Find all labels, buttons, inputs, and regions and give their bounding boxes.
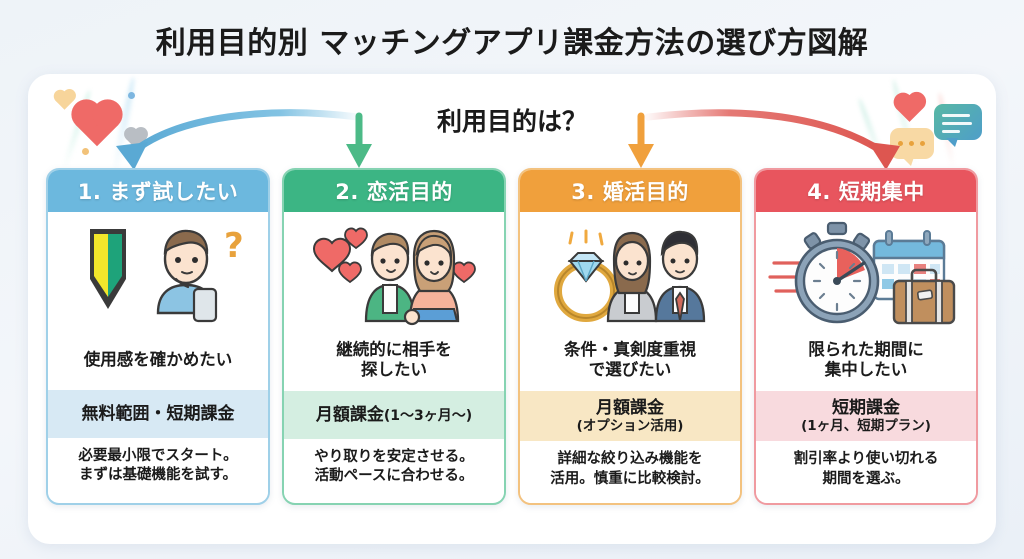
- arrow-to-card-2-head: [346, 144, 372, 168]
- card-2-plan-sub: (1〜3ヶ月〜): [383, 407, 473, 424]
- card-4-illustration: [756, 212, 976, 334]
- card-1-header: 1. まず試したい: [48, 170, 268, 212]
- card-4-note-line: 割引率より使い切れる: [793, 451, 939, 468]
- card-4-header: 4. 短期集中: [756, 170, 976, 212]
- sparkle-icon: [568, 229, 604, 246]
- card-3-note: 詳細な絞り込み機能を 活用。慎重に比較検討。: [520, 441, 740, 504]
- card-4-want-line: 集中したい: [824, 360, 908, 380]
- card-3-note-line: 活用。慎重に比較検討。: [550, 470, 710, 487]
- arrow-to-card-3-head: [628, 144, 654, 168]
- card-1-note-line: 必要最小限でスタート。: [78, 448, 238, 464]
- card-1-want-line: 使用感を確かめたい: [83, 349, 233, 369]
- card-2-want-line: 継続的に相手を: [336, 340, 452, 359]
- card-2-illustration: [284, 212, 504, 334]
- card-4-note: 割引率より使い切れる 期間を選ぶ。: [756, 441, 976, 504]
- joined-hands-icon: [403, 308, 421, 326]
- card-4-plan: 短期課金 (1ヶ月、短期プラン): [756, 390, 976, 442]
- infographic-panel: 利用目的は？ 1. まず試し: [28, 74, 996, 544]
- card-1-illustration: ?: [48, 212, 268, 334]
- dot-orange-icon: [82, 148, 89, 155]
- card-1-want: 使用感を確かめたい: [48, 334, 268, 390]
- heart-icons: [312, 227, 476, 284]
- card-4-want-line: 限られた期間に: [808, 340, 924, 359]
- female-figure-icon: [408, 229, 460, 323]
- card-2-want: 継続的に相手を 探したい: [284, 334, 504, 391]
- card-2-header: 2. 恋活目的: [284, 170, 504, 212]
- card-2-note: やり取りを安定させる。 活動ペースに合わせる。: [284, 438, 504, 501]
- card-3[interactable]: 3. 婚活目的: [518, 168, 742, 506]
- card-4-plan-sub: (1ヶ月、短期プラン): [801, 418, 931, 435]
- card-3-header: 3. 婚活目的: [520, 170, 740, 212]
- card-1-note-line: まずは基礎機能を試す。: [78, 467, 238, 484]
- card-2-plan-label: 月額課金: [315, 404, 384, 425]
- card-3-want-line: 条件・真剣度重視: [564, 340, 696, 359]
- stopwatch-icon: [794, 221, 880, 324]
- card-2-want-line: 探したい: [361, 360, 427, 380]
- card-2-plan: 月額課金(1〜3ヶ月〜): [284, 390, 504, 439]
- card-1-plan: 無料範囲・短期課金: [48, 390, 268, 438]
- dot-blue-icon: [128, 92, 135, 99]
- card-4-want: 限られた期間に 集中したい: [756, 334, 976, 391]
- card-3-plan: 月額課金 (オプション活用): [520, 390, 740, 442]
- briefcase-icon: [892, 268, 956, 325]
- question-mark-icon: ?: [224, 226, 244, 266]
- male-figure-icon: [364, 232, 416, 323]
- card-3-want: 条件・真剣度重視 で選びたい: [520, 334, 740, 391]
- card-4-plan-label: 短期課金: [832, 397, 900, 418]
- person-with-phone-icon: [156, 229, 218, 323]
- chat-bubble-teal-icon: [934, 104, 982, 147]
- subtitle-question: 利用目的は？: [436, 107, 587, 136]
- card-3-note-line: 詳細な絞り込み機能を: [557, 451, 703, 468]
- card-3-plan-label: 月額課金: [596, 397, 664, 418]
- card-3-want-line: で選びたい: [588, 360, 672, 380]
- card-3-plan-sub: (オプション活用): [576, 418, 684, 435]
- card-4[interactable]: 4. 短期集中: [754, 168, 978, 506]
- card-2-note-line: 活動ペースに合わせる。: [314, 468, 474, 485]
- card-1-plan-label: 無料範囲・短期課金: [81, 403, 235, 424]
- card-1-note: 必要最小限でスタート。 まずは基礎機能を試す。: [48, 438, 268, 500]
- card-2[interactable]: 2. 恋活目的: [282, 168, 506, 506]
- diamond-ring-icon: [554, 252, 618, 322]
- page-title: 利用目的別 マッチングアプリ課金方法の選び方図解: [155, 26, 869, 61]
- card-1[interactable]: 1. まず試したい: [46, 168, 270, 506]
- card-4-note-line: 期間を選ぶ。: [822, 470, 910, 487]
- beginner-mark-icon: [90, 229, 126, 309]
- man-in-suit-icon: [654, 230, 706, 323]
- card-2-note-line: やり取りを安定させる。: [314, 448, 474, 465]
- card-3-illustration: [520, 212, 740, 334]
- cards-row: 1. まず試したい: [46, 168, 978, 506]
- woman-in-suit-icon: [606, 231, 658, 323]
